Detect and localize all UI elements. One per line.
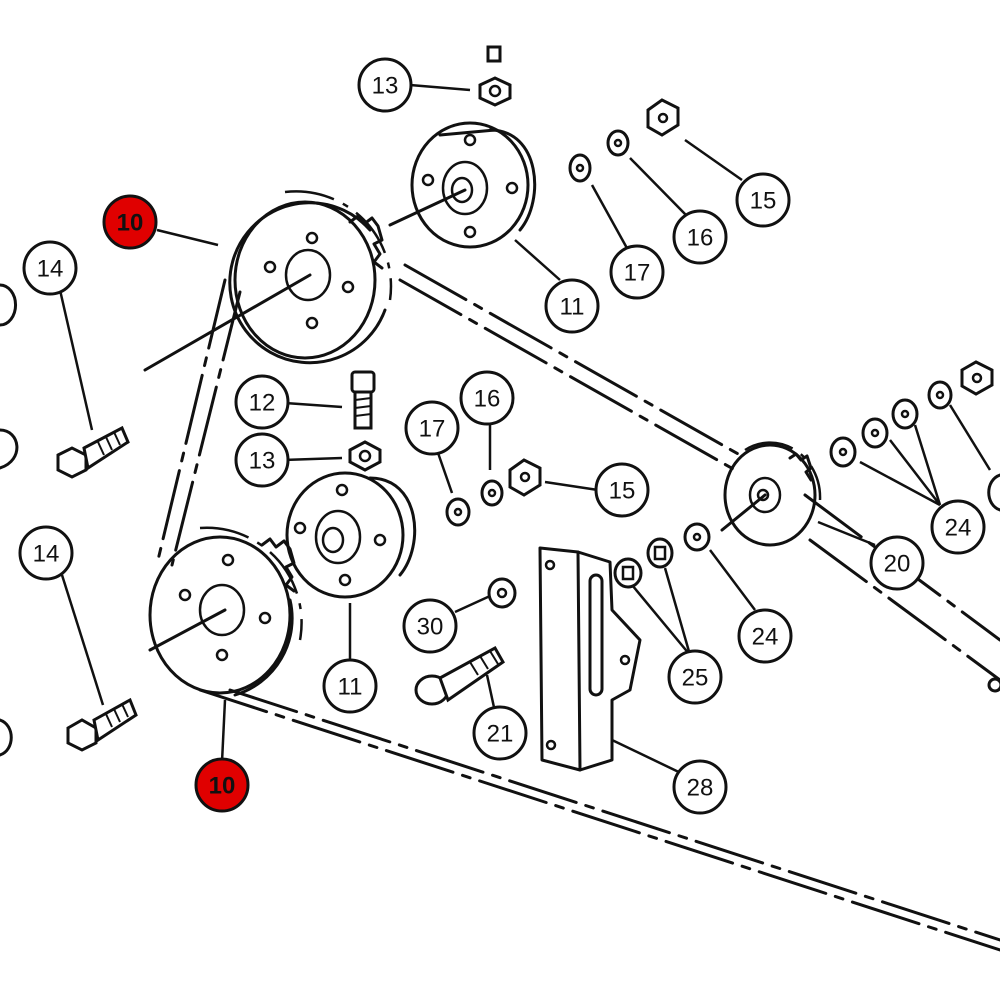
callout-20: 20 — [869, 535, 925, 591]
callout-label: 15 — [609, 478, 636, 505]
callout-11: 11 — [322, 658, 378, 714]
callout-label: 14 — [33, 541, 60, 568]
callout-circle — [102, 194, 158, 250]
callout-circle — [404, 400, 460, 456]
callout-circle — [194, 757, 250, 813]
callout-24: 24 — [930, 499, 986, 555]
hardware — [0, 45, 1000, 757]
callout-10: 10 — [194, 757, 250, 813]
callout-circle — [672, 759, 728, 815]
callout-circle — [402, 598, 458, 654]
callouts: 13 15 16 17 11 10 14 12 13 17 16 15 24 20 24 14 11 30 25 21… — [18, 57, 986, 815]
callout-circle — [459, 370, 515, 426]
callout-label: 10 — [209, 773, 236, 800]
callout-label: 24 — [752, 624, 779, 651]
callout-12: 12 — [234, 374, 290, 430]
callout-30: 30 — [402, 598, 458, 654]
callout-10: 10 — [102, 194, 158, 250]
callout-circle — [737, 608, 793, 664]
callout-label: 21 — [487, 721, 514, 748]
callout-11: 11 — [544, 278, 600, 334]
callout-circle — [667, 649, 723, 705]
callout-circle — [672, 209, 728, 265]
callout-circle — [609, 244, 665, 300]
callout-label: 14 — [37, 256, 64, 283]
leader-lines — [58, 83, 992, 777]
callout-label: 12 — [249, 390, 276, 417]
callout-17: 17 — [404, 400, 460, 456]
callout-14: 14 — [22, 240, 78, 296]
callout-label: 24 — [945, 515, 972, 542]
callout-circle — [930, 499, 986, 555]
callout-circle — [22, 240, 78, 296]
upper-sheave — [143, 190, 393, 372]
callout-16: 16 — [459, 370, 515, 426]
callout-25: 25 — [667, 649, 723, 705]
callout-label: 30 — [417, 614, 444, 641]
callout-13: 13 — [234, 432, 290, 488]
idler-pulley — [720, 441, 822, 547]
callout-label: 15 — [750, 188, 777, 215]
callout-circle — [594, 462, 650, 518]
callout-label: 13 — [249, 448, 276, 475]
callout-label: 20 — [884, 551, 911, 578]
callout-label: 13 — [372, 73, 399, 100]
mounting-bracket — [538, 546, 642, 772]
callout-24: 24 — [737, 608, 793, 664]
callout-circle — [234, 432, 290, 488]
callout-circle — [544, 278, 600, 334]
callout-15: 15 — [594, 462, 650, 518]
callout-circle — [234, 374, 290, 430]
callout-28: 28 — [672, 759, 728, 815]
callout-21: 21 — [472, 705, 528, 761]
callout-circle — [18, 525, 74, 581]
callout-label: 11 — [560, 294, 585, 321]
lower-sheave — [148, 526, 303, 697]
callout-label: 16 — [474, 386, 501, 413]
callout-label: 11 — [338, 674, 363, 701]
lower-hub — [285, 471, 417, 599]
callout-label: 17 — [624, 260, 651, 287]
callout-label: 10 — [117, 210, 144, 237]
callout-17: 17 — [609, 244, 665, 300]
callout-15: 15 — [735, 172, 791, 228]
callout-circle — [472, 705, 528, 761]
callout-label: 28 — [687, 775, 714, 802]
callout-label: 25 — [682, 665, 709, 692]
callout-label: 16 — [687, 225, 714, 252]
callout-16: 16 — [672, 209, 728, 265]
callout-label: 17 — [419, 416, 446, 443]
callout-circle — [357, 57, 413, 113]
callout-14: 14 — [18, 525, 74, 581]
callout-circle — [735, 172, 791, 228]
callout-circle — [869, 535, 925, 591]
upper-hub — [388, 121, 537, 249]
callout-circle — [322, 658, 378, 714]
drive-belt — [156, 263, 1000, 952]
callout-13: 13 — [357, 57, 413, 113]
